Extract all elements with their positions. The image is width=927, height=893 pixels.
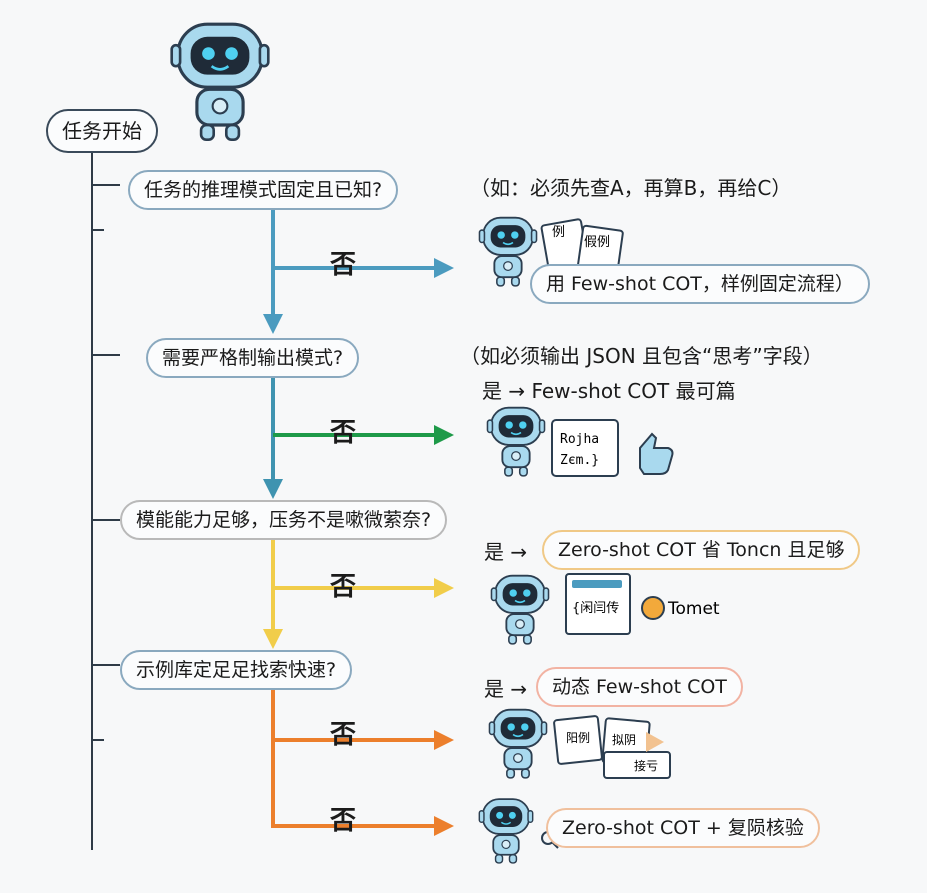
no-label-4: 否 [330,720,357,750]
result-5: Zero-shot COT + 复陨核验 [546,808,820,848]
no-label-5: 否 [330,806,357,836]
card-label: 拟阴 [612,733,636,747]
question-2: 需要严格制输出模式? [146,338,360,378]
token-coin-icon [641,596,665,620]
robot-mascot-5 [478,798,534,864]
q4-yes-prefix: 是 → [484,677,528,701]
robot-mascot-3 [490,574,550,645]
no-label-1: 否 [330,250,357,280]
example-cards-2: 阳例 拟阴 接亏 [553,715,671,779]
no-label-3: 否 [330,572,357,602]
card-label: 假例 [584,235,610,250]
result-3: Zero-shot COT 省 Toncn 且足够 [542,530,861,570]
ui-card-text: {闲闫传 [572,601,619,616]
code-line: Zєm.} [560,453,599,468]
q4-branch [271,690,454,836]
robot-mascot-2 [486,406,546,477]
robot-mascot-top [170,22,270,142]
code-line: Rojha [560,432,599,447]
question-3: 模能能力足够，压务不是嗽微萦奈? [120,500,448,540]
card-label: 例 [552,225,565,240]
ui-card-illustration: {闲闫传 Tomet [565,573,720,635]
q1-hint: （如：必须先查A，再算B，再给C） [470,176,792,200]
robot-mascot-4 [488,708,548,779]
question-1: 任务的推理模式固定且已知? [128,170,399,210]
no-label-2: 否 [330,418,357,448]
result-1: 用 Few-shot COT，样例固定流程） [530,264,870,304]
token-label: Tomet [667,599,720,619]
card-label: 阳例 [566,731,590,745]
q2-hint: （如必须输出 JSON 且包含“思考”字段） [460,344,823,368]
question-4: 示例库定足足找索快速? [120,650,353,690]
card-label: 接亏 [634,758,658,773]
robot-mascot-1 [478,216,538,287]
thumbs-up-icon [639,432,674,475]
q3-yes-prefix: 是 → [484,540,528,564]
start-node: 任务开始 [46,109,158,153]
code-card-illustration: Rojha Zєm.} [551,419,674,477]
q2-yes-note: 是 → Few-shot COT 最可篇 [482,379,736,403]
result-4: 动态 Few-shot COT [536,667,743,707]
